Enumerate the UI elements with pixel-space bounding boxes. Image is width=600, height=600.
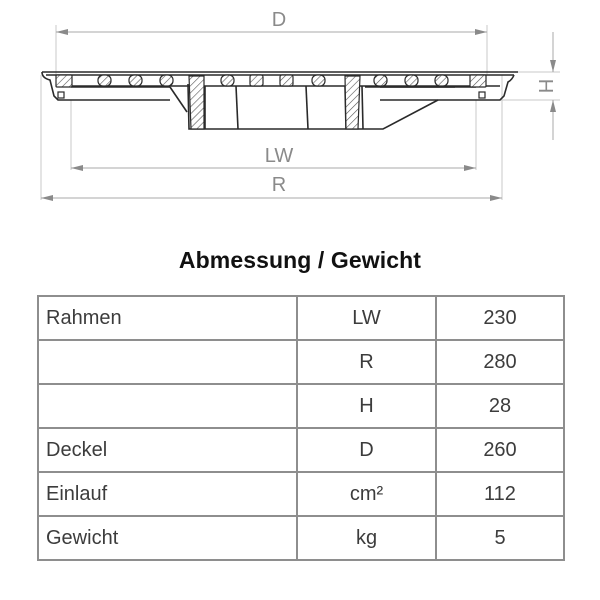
component-cell: Gewicht <box>37 515 298 561</box>
table-row: R 280 <box>37 339 565 385</box>
rim-seats <box>57 91 486 99</box>
label-h: H <box>534 79 556 93</box>
component-cell <box>37 383 298 429</box>
value-cell: 112 <box>435 471 565 517</box>
table-row: H 28 <box>37 383 565 429</box>
unit-cell: R <box>296 339 437 385</box>
dimension-lines <box>41 29 556 201</box>
drain-cross-section <box>41 71 518 130</box>
table-row: Rahmen LW 230 <box>37 295 565 341</box>
component-cell: Einlauf <box>37 471 298 517</box>
unit-cell: H <box>296 383 437 429</box>
unit-cell: cm² <box>296 471 437 517</box>
technical-drawing: D LW R H <box>40 9 560 201</box>
table-row: Deckel D 260 <box>37 427 565 473</box>
value-cell: 280 <box>435 339 565 385</box>
dimensions-weight-table: Rahmen LW 230 R 280 H 28 Deckel D 260 Ei… <box>37 295 565 561</box>
page-title: Abmessung / Gewicht <box>178 247 422 273</box>
component-cell <box>37 339 298 385</box>
value-cell: 5 <box>435 515 565 561</box>
label-r: R <box>272 174 286 196</box>
component-cell: Rahmen <box>37 295 298 341</box>
label-d: D <box>272 9 286 31</box>
component-cell: Deckel <box>37 427 298 473</box>
unit-cell: kg <box>296 515 437 561</box>
label-lw: LW <box>265 145 294 167</box>
value-cell: 28 <box>435 383 565 429</box>
unit-cell: LW <box>296 295 437 341</box>
extension-lines <box>40 25 560 200</box>
grate-ribs <box>55 74 487 130</box>
value-cell: 230 <box>435 295 565 341</box>
value-cell: 260 <box>435 427 565 473</box>
table-row: Einlauf cm² 112 <box>37 471 565 517</box>
table-row: Gewicht kg 5 <box>37 515 565 561</box>
unit-cell: D <box>296 427 437 473</box>
